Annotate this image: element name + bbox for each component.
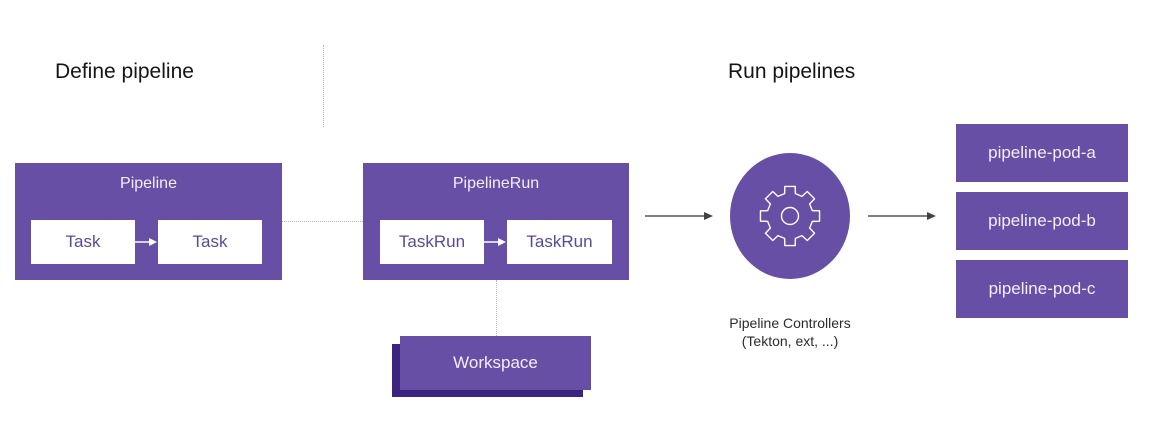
workspace-connector: [496, 280, 497, 336]
arrow-to-pods-icon: [868, 212, 936, 220]
pipeline-title: Pipeline: [120, 175, 177, 192]
task-arrow-icon: [135, 238, 157, 246]
pod-box-a: pipeline-pod-a: [956, 124, 1128, 182]
run-pipelines-heading: Run pipelines: [728, 60, 856, 83]
taskrun-box-2: TaskRun: [507, 220, 612, 264]
workspace-box: Workspace: [400, 336, 591, 390]
pipeline-connector: [282, 221, 363, 222]
controller-caption-line2: (Tekton, ext, ...): [741, 333, 839, 349]
pod-box-b: pipeline-pod-b: [956, 192, 1128, 250]
controller-caption-line1: Pipeline Controllers: [729, 315, 851, 331]
pipeline-controller-circle: [730, 153, 850, 279]
task-box-1: Task: [31, 220, 135, 264]
taskrun-arrow-icon: [484, 238, 506, 246]
arrow-to-controller-icon: [645, 212, 713, 220]
pipelinerun-title: PipelineRun: [452, 175, 540, 192]
controller-caption: Pipeline Controllers (Tekton, ext, ...): [700, 314, 880, 350]
pod-box-c: pipeline-pod-c: [956, 260, 1128, 318]
gear-icon: [759, 185, 821, 247]
section-divider: [323, 45, 324, 127]
define-pipeline-heading: Define pipeline: [55, 60, 194, 83]
pipelinerun-box: PipelineRun TaskRun TaskRun: [363, 163, 629, 280]
taskrun-box-1: TaskRun: [380, 220, 484, 264]
task-box-2: Task: [158, 220, 262, 264]
pipeline-box: Pipeline Task Task: [15, 163, 282, 280]
